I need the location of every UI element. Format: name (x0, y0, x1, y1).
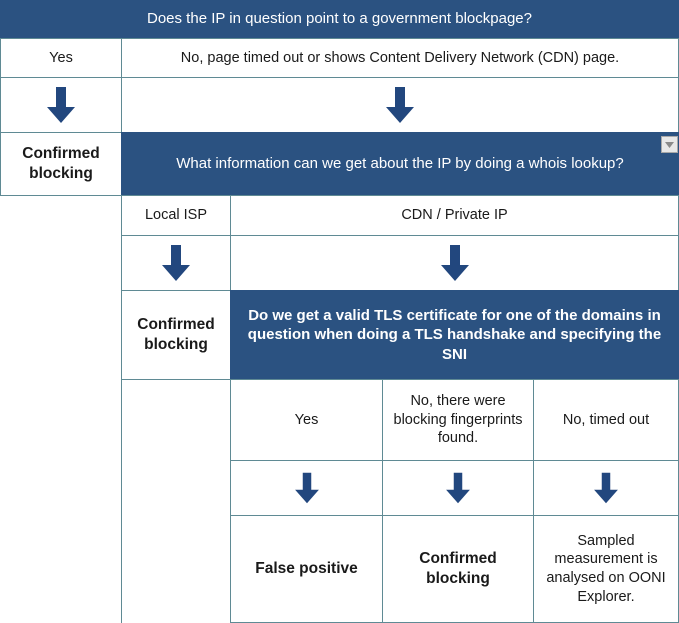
arrow-cell-level1-no (121, 77, 679, 133)
down-arrow-icon (440, 245, 469, 281)
outcome-level3-0: False positive (230, 515, 383, 623)
question-level2: What information can we get about the IP… (121, 132, 679, 196)
chevron-down-icon (665, 141, 674, 148)
outcome-level3-1: Confirmed blocking (382, 515, 534, 623)
arrow-cell-level3-1 (382, 460, 534, 516)
arrow-cell-level2-local-isp (121, 235, 231, 291)
outcome-level3-2: Sampled measurement is analysed on OONI … (533, 515, 679, 623)
answer-level3-0: Yes (230, 379, 383, 461)
down-arrow-icon (594, 472, 618, 504)
down-arrow-icon (294, 472, 319, 504)
arrow-cell-level2-cdn (230, 235, 679, 291)
down-arrow-icon (446, 472, 470, 504)
down-arrow-icon (386, 87, 414, 123)
down-arrow-icon (47, 87, 75, 123)
answer-level2-local-isp: Local ISP (121, 195, 231, 236)
answer-level1-yes: Yes (0, 38, 122, 78)
answer-level3-2: No, timed out (533, 379, 679, 461)
question-level3: Do we get a valid TLS certificate for on… (230, 290, 679, 380)
down-arrow-icon (162, 245, 190, 281)
arrow-cell-level1-yes (0, 77, 122, 133)
arrow-cell-level3-2 (533, 460, 679, 516)
answer-level2-cdn-private-ip: CDN / Private IP (230, 195, 679, 236)
answer-level3-1: No, there were blocking fingerprints fou… (382, 379, 534, 461)
outcome-level2-confirmed-blocking: Confirmed blocking (121, 290, 231, 380)
outcome-level1-confirmed-blocking: Confirmed blocking (0, 132, 122, 196)
column-divider-left (121, 195, 122, 623)
arrow-cell-level3-0 (230, 460, 383, 516)
question-level1: Does the IP in question point to a gover… (0, 0, 679, 38)
dropdown-filter-button[interactable] (661, 136, 678, 153)
answer-level1-no: No, page timed out or shows Content Deli… (121, 38, 679, 78)
